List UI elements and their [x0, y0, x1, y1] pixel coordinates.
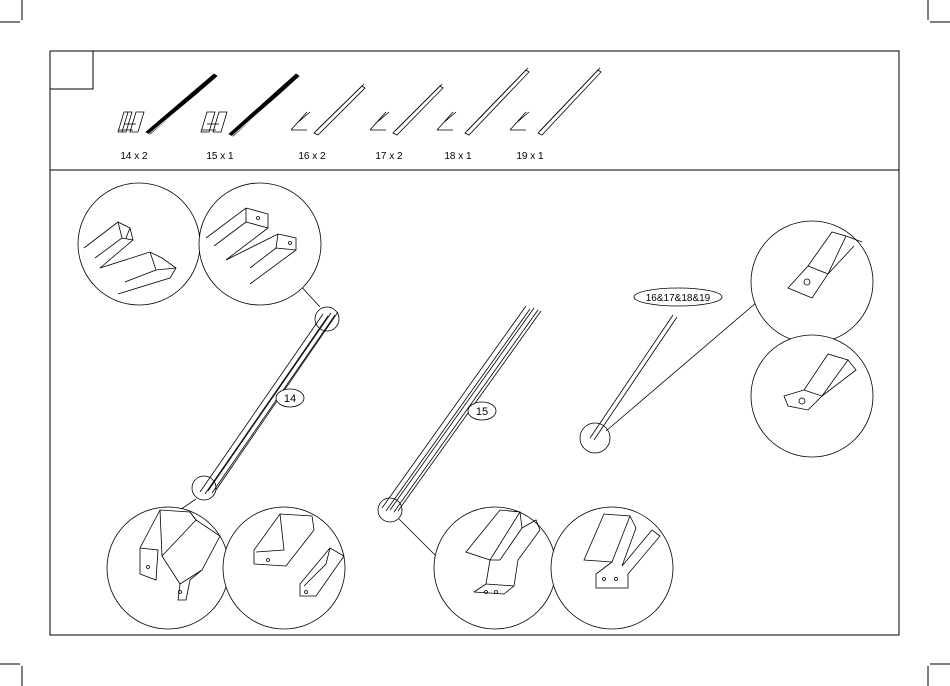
step-number-box [50, 51, 93, 89]
qty-label-17: 17 x 2 [375, 151, 403, 162]
detail-view-14-top-right [199, 183, 321, 305]
part-16-drawing [291, 84, 365, 135]
part-18-drawing [437, 68, 529, 135]
detail-circle-bottom-14 [192, 476, 216, 500]
parts-16-19-strip [580, 296, 764, 453]
callout-label-16-19: 16&17&18&19 [646, 293, 711, 304]
qty-label-16: 16 x 2 [298, 151, 326, 162]
detail-view-15-left [434, 507, 556, 629]
part-17-drawing [370, 84, 443, 135]
part-15-drawing [201, 74, 299, 136]
detail-view-14-top-left [78, 183, 200, 305]
qty-label-19: 19 x 1 [516, 151, 544, 162]
qty-label-15: 15 x 1 [206, 151, 234, 162]
detail-view-14-bottom-right [223, 507, 345, 629]
qty-label-18: 18 x 1 [444, 151, 472, 162]
callout-label-14: 14 [284, 393, 296, 405]
part-14-channel [158, 283, 339, 525]
detail-view-16-19-top [751, 221, 873, 343]
detail-view-14-bottom-left [107, 507, 229, 629]
parts-list [118, 68, 601, 136]
detail-view-15-right [551, 507, 673, 629]
qty-label-14: 14 x 2 [120, 151, 148, 162]
callout-label-15: 15 [476, 406, 488, 418]
part-14-drawing [118, 74, 217, 134]
detail-view-16-19-bottom [751, 335, 873, 457]
